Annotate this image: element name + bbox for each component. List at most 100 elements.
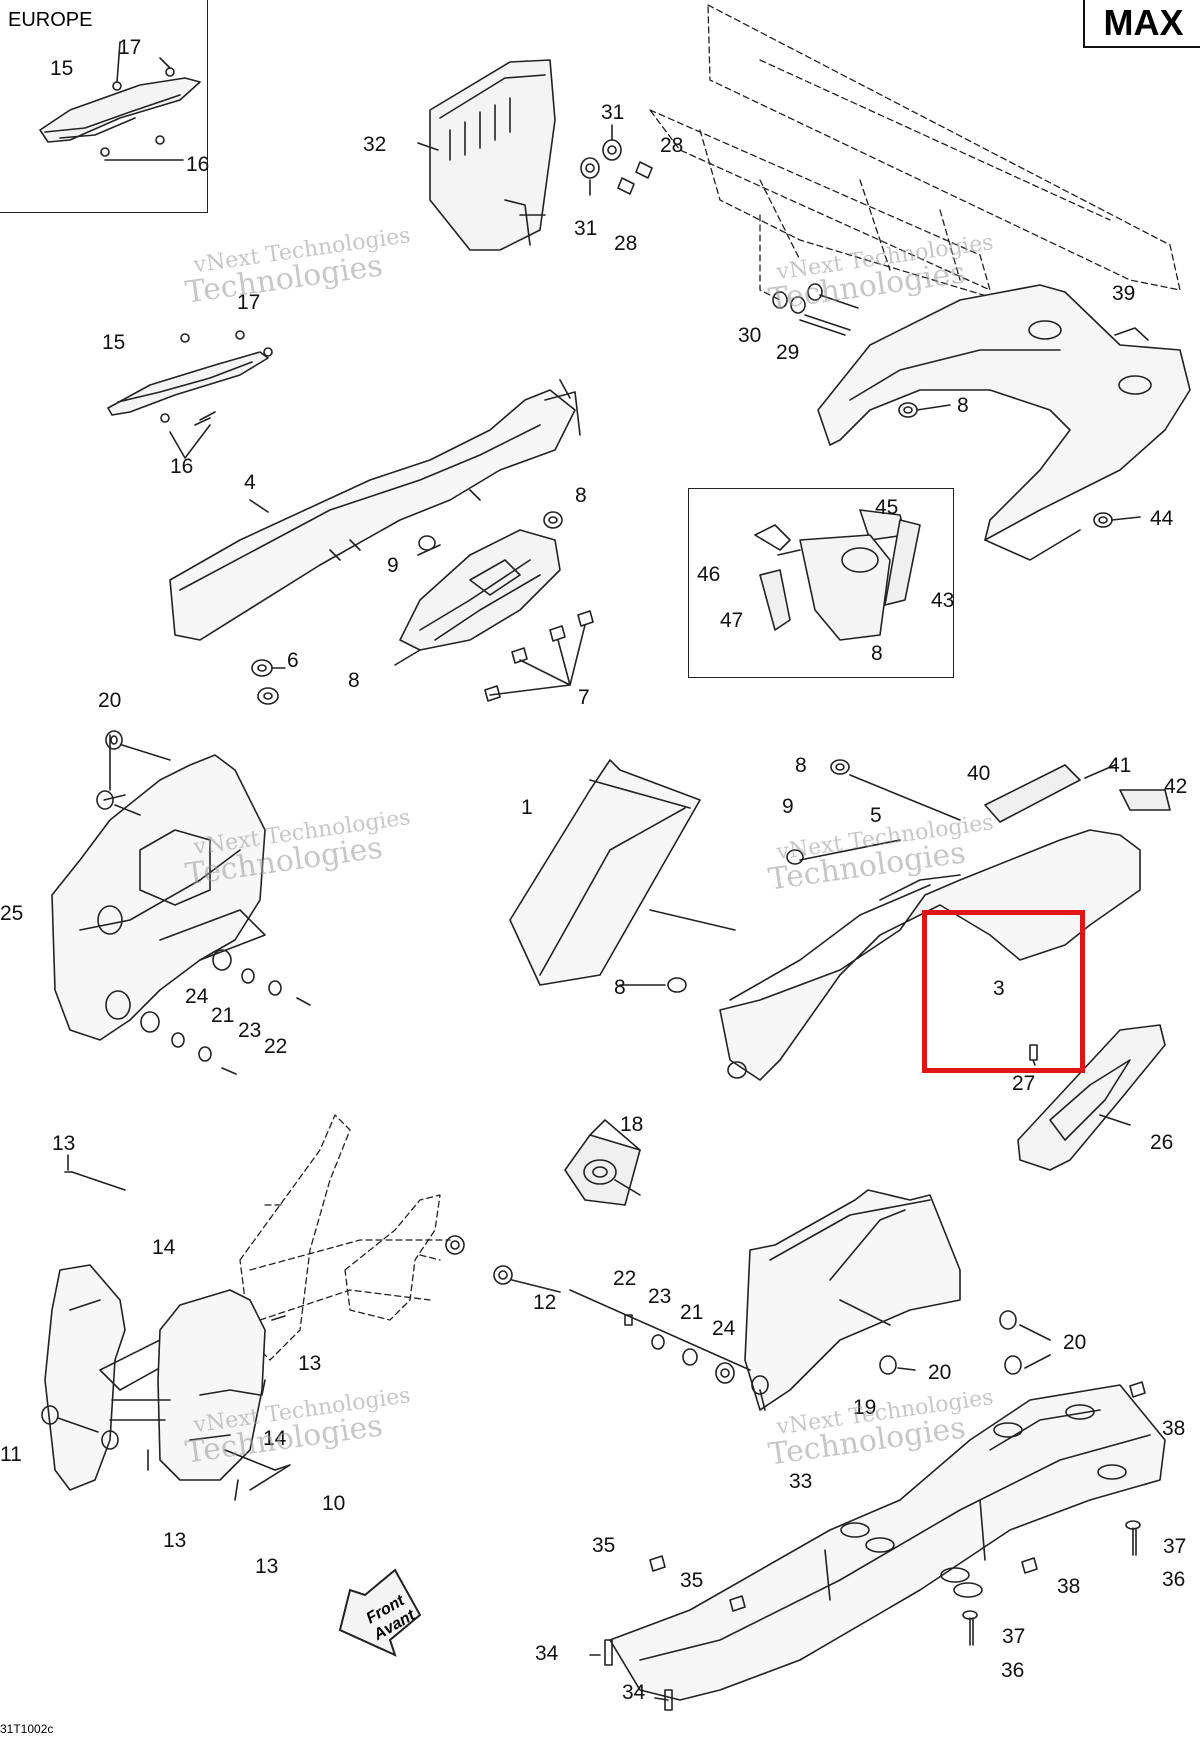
part-15-main: [107, 330, 273, 459]
callout-16: 16: [186, 153, 210, 176]
part-1: [509, 759, 736, 986]
callout-28: 28: [614, 232, 638, 255]
callout-21: 21: [211, 1004, 235, 1027]
callout-34: 34: [535, 1642, 559, 1665]
fasteners-20-24: [96, 730, 311, 1075]
part-39-rear-tub: [817, 284, 1191, 561]
callout-13: 13: [163, 1529, 187, 1552]
callout-39: 39: [1112, 282, 1136, 305]
callout-42: 42: [1164, 775, 1188, 798]
callout-28: 28: [660, 134, 684, 157]
callout-10: 10: [322, 1492, 346, 1515]
callout-22: 22: [613, 1267, 637, 1290]
callout-34: 34: [622, 1681, 646, 1704]
callout-20: 20: [98, 689, 122, 712]
part-32: [417, 59, 556, 251]
callout-31: 31: [574, 217, 598, 240]
fasteners-22-24-20: [569, 1289, 1051, 1384]
screws-13-11: [41, 1315, 286, 1501]
callout-20: 20: [928, 1361, 952, 1384]
parts-10-11-14: [44, 1154, 291, 1491]
callout-43: 47: [720, 609, 744, 632]
callout-4: 4: [244, 471, 256, 494]
rear-frame: [649, 4, 1181, 301]
fasteners-9-8-upper: [251, 511, 563, 705]
callout-36: 36: [1001, 1659, 1025, 1682]
part-6: [394, 529, 561, 666]
europe-inset-box: EUROPE: [0, 0, 208, 213]
callout-6: 8: [348, 669, 360, 692]
fasteners-33-group: [589, 1381, 1146, 1711]
europe-label: EUROPE: [8, 9, 93, 31]
callout-12: 12: [533, 1291, 557, 1314]
callout-40: 40: [967, 762, 991, 785]
callout-8: 6: [287, 649, 299, 672]
part-33-footrest: [609, 1384, 1166, 1701]
callout-38: 38: [1057, 1575, 1081, 1598]
callout-19: 19: [853, 1396, 877, 1419]
callout-15: 15: [102, 331, 126, 354]
strips-40-41-42: [984, 764, 1171, 823]
callout-23: 23: [648, 1285, 672, 1308]
callout-13: 13: [52, 1132, 76, 1155]
callout-32: 32: [363, 133, 387, 156]
callout-13: 13: [255, 1555, 279, 1578]
callout-8: 44: [1150, 507, 1174, 530]
part-19: [744, 1189, 961, 1411]
callout-3: 3: [993, 977, 1005, 1000]
callout-45: 45: [875, 496, 899, 519]
callout-8: 8: [795, 754, 807, 777]
callout-38: 38: [1162, 1417, 1186, 1440]
fasteners-31-28: [580, 124, 653, 196]
callout-30: 30: [738, 324, 762, 347]
callout-23: 23: [238, 1019, 262, 1042]
callout-8: 8: [614, 976, 626, 999]
callout-21: 21: [680, 1301, 704, 1324]
detail-parts-43-47: [754, 509, 921, 641]
callout-18: 18: [620, 1113, 644, 1136]
callout-5: 5: [870, 804, 882, 827]
callout-16: 16: [170, 455, 194, 478]
callout-9: 9: [387, 554, 399, 577]
washers-8-top: [898, 402, 1141, 528]
screw-27: [1029, 1044, 1038, 1066]
callout-13: 13: [298, 1352, 322, 1375]
part-4: [169, 379, 581, 641]
clips-7: [484, 610, 594, 702]
fasteners-30-29: [772, 283, 859, 336]
callout-7: 7: [578, 686, 590, 709]
callout-17: 17: [237, 291, 261, 314]
callout-8: 8: [575, 484, 587, 507]
callout-8: 8: [957, 394, 969, 417]
front-arrow-icon: [338, 1568, 422, 1657]
callout-31: 31: [601, 101, 625, 124]
callout-46: 46: [697, 563, 721, 586]
callout-24: 24: [712, 1317, 736, 1340]
fasteners-12-front: [445, 1235, 561, 1293]
callout-37: 37: [1163, 1535, 1187, 1558]
part-25: [51, 734, 266, 1041]
callout-24: 24: [185, 985, 209, 1008]
document-code: 31T1002c: [0, 1722, 54, 1736]
callout-33: 33: [789, 1470, 813, 1493]
model-label: MAX: [1083, 0, 1200, 48]
callout-26: 26: [1150, 1131, 1174, 1154]
callout-35: 35: [592, 1534, 616, 1557]
callout-29: 29: [776, 341, 800, 364]
part-18: [564, 1119, 641, 1206]
callout-35: 35: [680, 1569, 704, 1592]
callout-17: 17: [118, 36, 142, 59]
highlight-box: [922, 910, 1085, 1073]
callout-44: 43: [931, 589, 955, 612]
detail-inset-box: [688, 488, 954, 678]
callout-47: 8: [871, 642, 883, 665]
callout-11: 11: [0, 1443, 22, 1466]
callout-41: 41: [1108, 754, 1132, 777]
callout-25: 25: [0, 902, 24, 925]
callout-14: 14: [263, 1427, 287, 1450]
part-26: [1017, 1024, 1166, 1171]
front-frame: [239, 1114, 451, 1361]
callout-9: 9: [782, 795, 794, 818]
